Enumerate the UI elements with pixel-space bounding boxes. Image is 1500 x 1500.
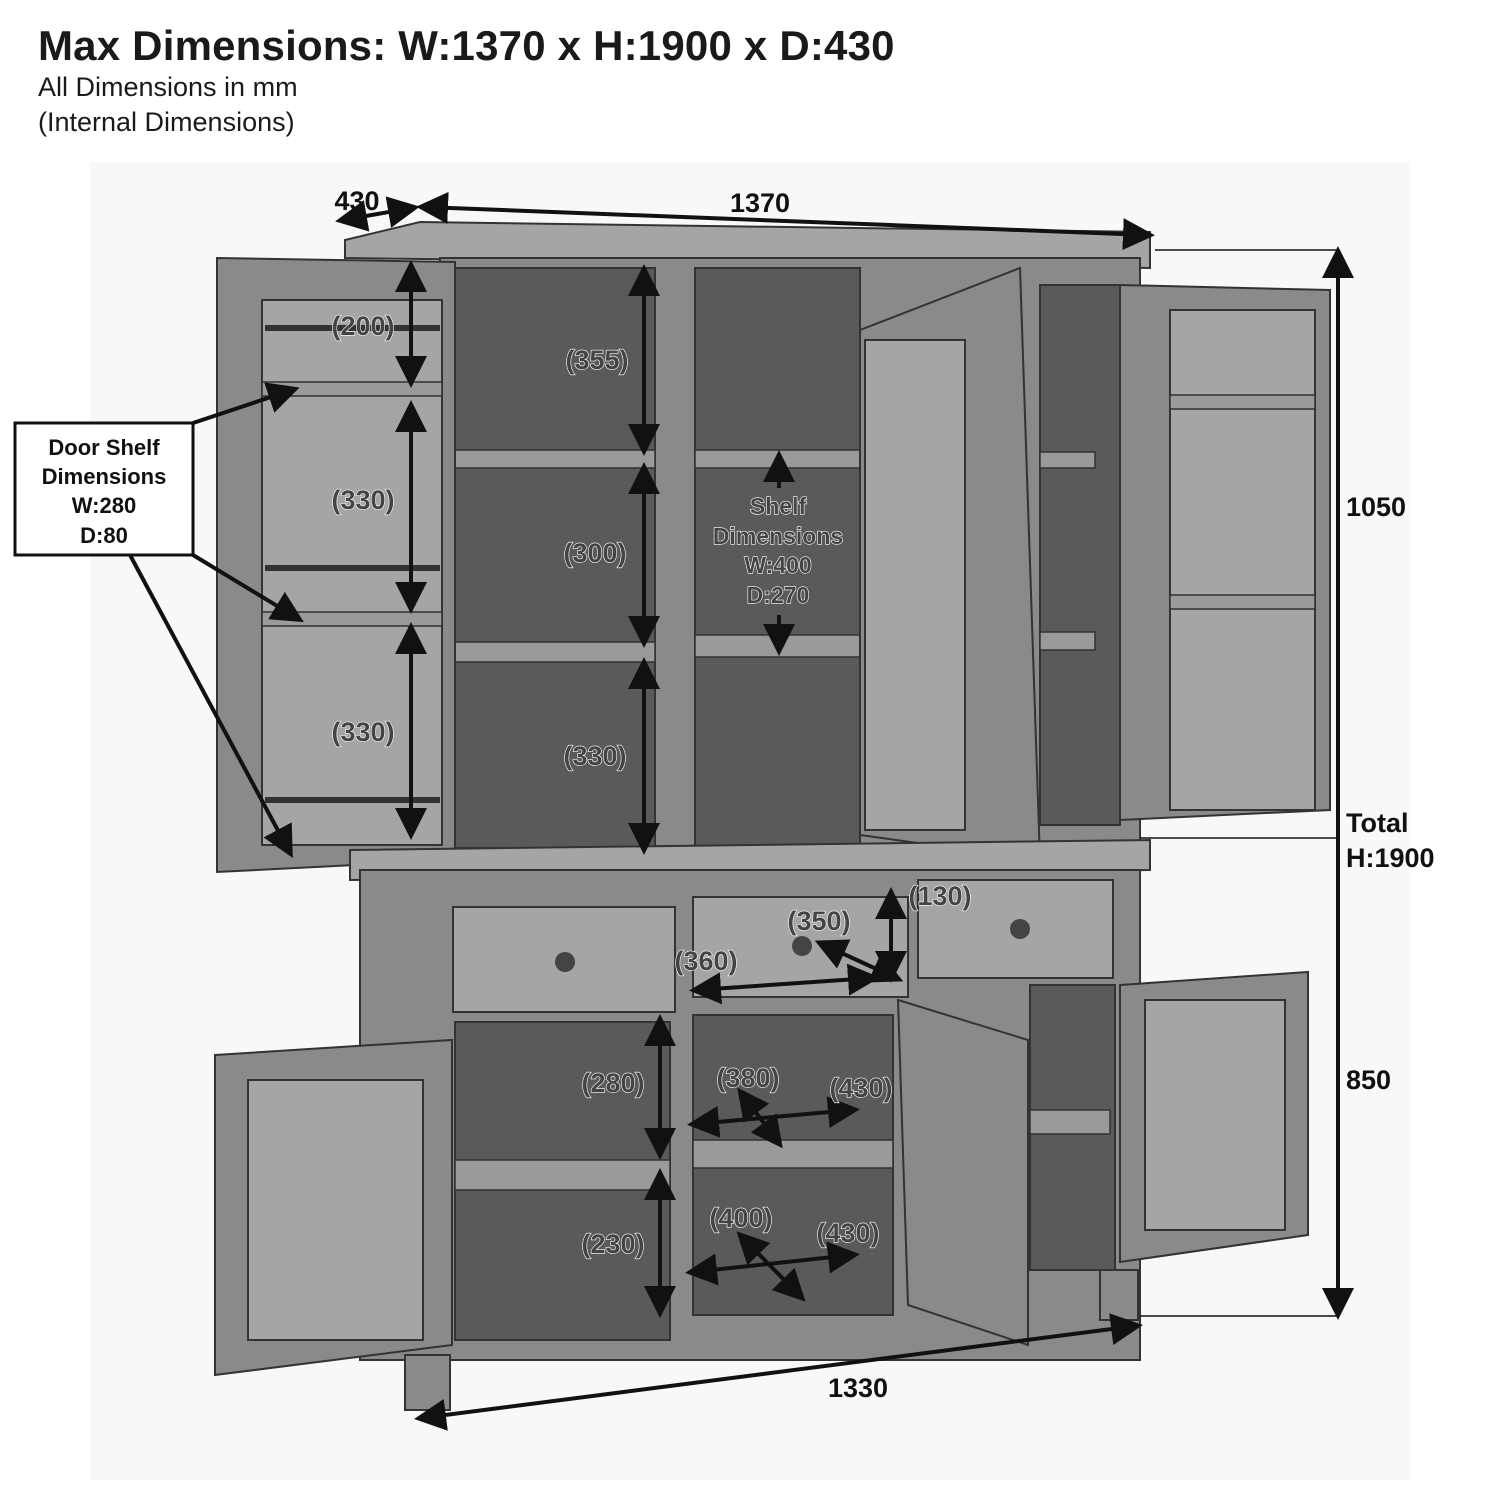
drawer-knob [555,952,575,972]
drawer-knob [792,936,812,956]
base-380: (380) [716,1063,779,1093]
hutch-330: (330) [563,741,626,771]
door-shelf-line-1: Door Shelf [48,435,160,460]
shelf-note-2: Dimensions [713,523,843,549]
door-shelf-line-4: D:80 [80,523,128,548]
depth-label: 430 [334,186,379,216]
internal-dimension-lines [395,260,907,1318]
hutch-bay-left [454,267,656,849]
door-shelf-330: (330) [331,717,394,747]
shelf-note-1: Shelf [750,493,807,519]
door-shelf-line-3: W:280 [72,493,136,518]
base-430: (430) [816,1218,879,1248]
base-door-center [896,998,1029,1347]
door-shelf-200: (200) [331,311,394,341]
base-height-label: 850 [1346,1065,1391,1095]
shelf-note-4: D:270 [747,582,810,608]
door-shelf-330: (330) [331,485,394,515]
internal-note: (Internal Dimensions) [38,107,295,137]
page-title: Max Dimensions: W:1370 x H:1900 x D:430 [38,22,895,69]
door-shelf-callout: Door Shelf Dimensions W:280 D:80 [13,382,304,859]
drawer-knob [1010,919,1030,939]
overall-dimension-lines [335,191,1354,1431]
hutch-355: (355) [565,345,628,375]
shelf-note-3: W:400 [744,552,811,578]
hutch-bay-right [1039,284,1121,826]
drawer-130: (130) [908,881,971,911]
door-shelf-line-2: Dimensions [42,464,167,489]
hutch-300: (300) [563,538,626,568]
base-width-label: 1330 [828,1373,888,1403]
hutch-bay-center [694,267,861,849]
drawer-350: (350) [787,906,850,936]
internal-dimension-labels: (200) (330) (330) (355) (300) (330) Shel… [331,310,972,1259]
base-430: (430) [829,1073,892,1103]
total-height-label-2: H:1900 [1346,843,1435,873]
top-width-label: 1370 [730,188,790,218]
base-400: (400) [709,1203,772,1233]
top-height-label: 1050 [1346,492,1406,522]
total-height-label-1: Total [1346,808,1409,838]
drawer-360: (360) [674,946,737,976]
base-280: (280) [581,1068,644,1098]
units-note: All Dimensions in mm [38,72,298,102]
base-230: (230) [581,1229,644,1259]
